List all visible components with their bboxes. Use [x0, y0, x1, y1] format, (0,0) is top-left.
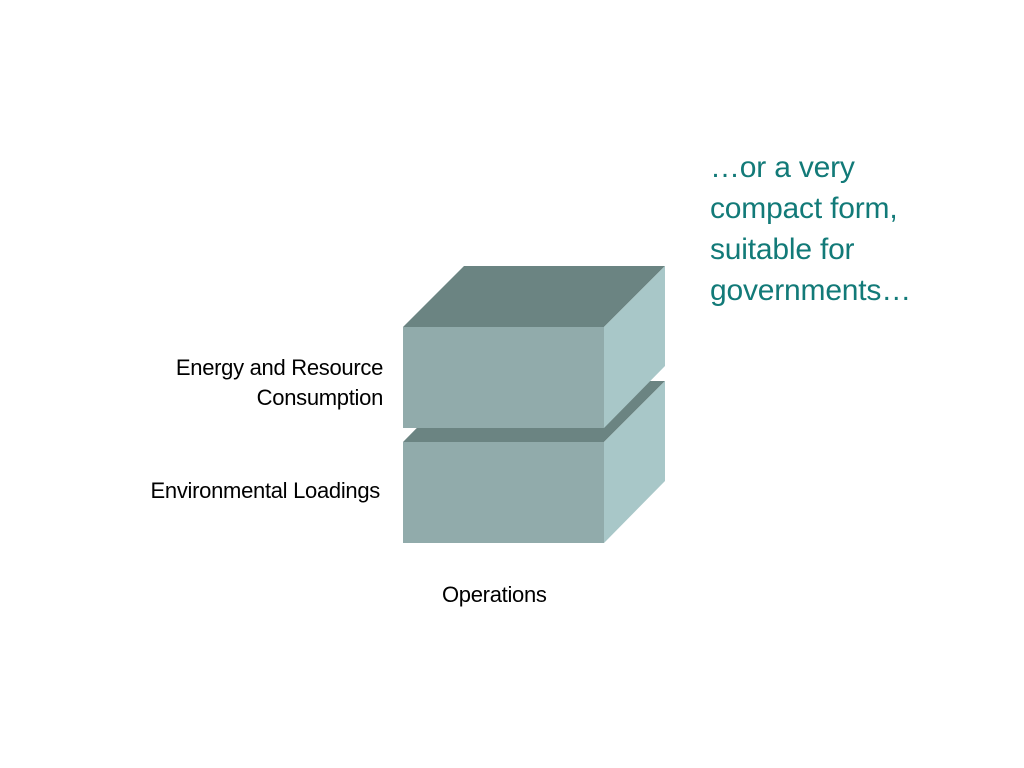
energy-resource-label-line-1: Energy and Resource [175, 355, 383, 380]
operations-label: Operations [442, 582, 547, 607]
energy-resource-consumption-label: Energy and Resource Consumption [176, 353, 383, 413]
top-block [403, 266, 665, 428]
callout-text: …or a very compact form, suitable for go… [710, 147, 911, 311]
callout-line-1: …or a very [710, 151, 855, 184]
environmental-loadings-label-line-1: Environmental Loadings [150, 478, 381, 503]
energy-resource-label-line-2: Consumption [256, 385, 384, 410]
top-block-side-face [604, 266, 665, 428]
environmental-loadings-label: Environmental Loadings [150, 476, 381, 506]
callout-line-3: suitable for [710, 233, 855, 266]
bottom-block-side-face [604, 381, 665, 543]
callout-line-4: governments… [710, 274, 912, 307]
top-block-top-face [403, 266, 665, 327]
top-block-front-face [403, 327, 604, 428]
bottom-block-front-face [403, 442, 604, 543]
callout-line-2: compact form, [710, 192, 898, 225]
